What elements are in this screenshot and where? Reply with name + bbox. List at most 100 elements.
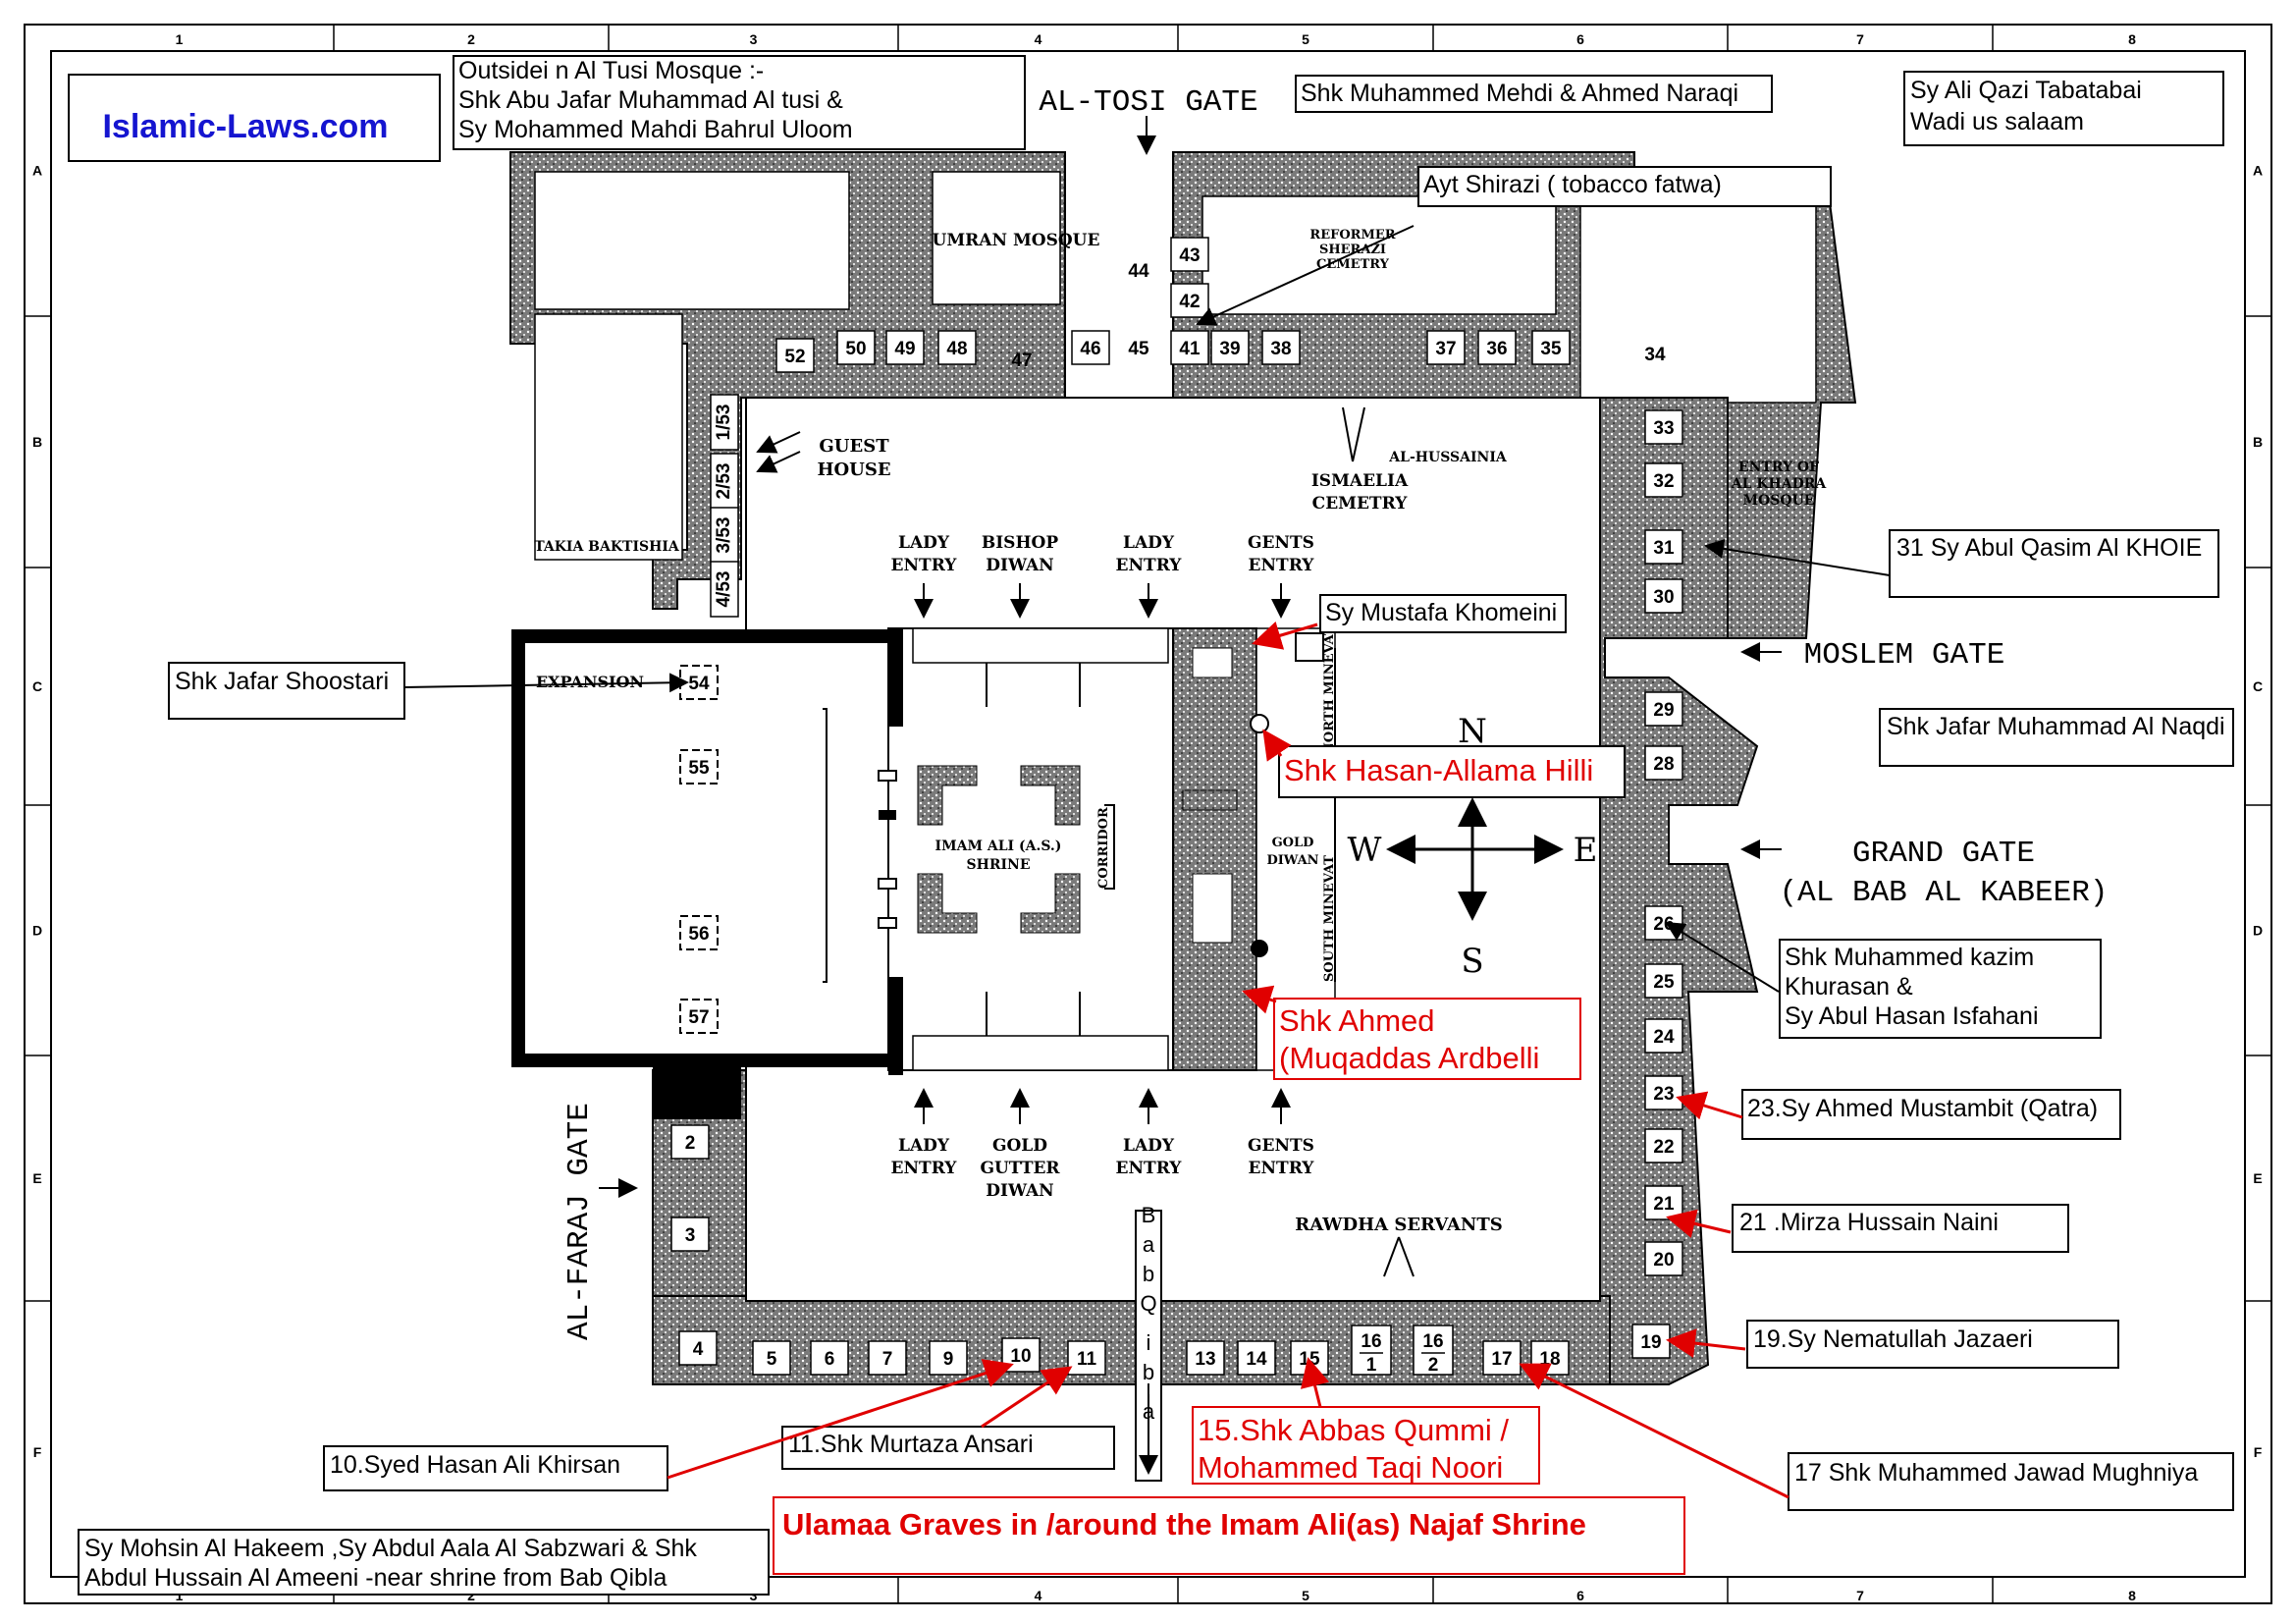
south-minevat-label: SOUTH MINEVAT [1322,855,1337,982]
svg-text:23: 23 [1653,1084,1674,1105]
svg-text:ENTRY: ENTRY [891,556,958,575]
grid-row-label: A [2253,163,2263,179]
room-4: 4 [678,1330,718,1366]
svg-text:34: 34 [1644,345,1666,365]
naini-note: 21 .Mirza Hussain Naini [1739,1209,1999,1236]
svg-text:i: i [1147,1330,1151,1355]
naraqi-note: Shk Muhammed Mehdi & Ahmed Naraqi [1301,80,1738,107]
khadra-label-3: MOSQUE [1743,493,1815,509]
grid-row-label: D [32,923,42,939]
room-46: 46 [1071,330,1110,365]
svg-text:6: 6 [825,1349,835,1370]
grid-row-label: E [2253,1170,2262,1186]
room-31: 31 [1644,529,1683,565]
svg-text:ENTRY: ENTRY [891,1159,958,1178]
svg-text:41: 41 [1179,339,1201,359]
grid-column-label: 4 [1035,1588,1042,1603]
grid-column-label: 2 [467,31,475,47]
svg-text:Q: Q [1140,1291,1156,1316]
khadra-label-2: AL KHADRA [1731,476,1828,492]
svg-text:32: 32 [1653,471,1674,492]
allama-hilli-note: Shk Hasan-Allama Hilli [1284,753,1593,787]
svg-text:49: 49 [894,339,915,359]
room-1-53: 1/53 [710,394,739,451]
svg-text:52: 52 [784,347,805,367]
room-1: 1 [670,1079,710,1114]
room-6: 6 [810,1340,849,1376]
room-44: 44 [1128,261,1149,282]
jazaeri-note: 19.Sy Nematullah Jazaeri [1753,1325,2033,1353]
svg-text:ENTRY: ENTRY [1116,556,1183,575]
svg-text:44: 44 [1128,261,1149,282]
svg-text:5: 5 [767,1349,777,1370]
svg-text:29: 29 [1653,700,1674,721]
room-21: 21 [1644,1185,1683,1220]
moslem-gate-label: MOSLEM GATE [1804,638,2005,673]
room-14: 14 [1237,1340,1276,1376]
room-11: 11 [1067,1340,1106,1376]
svg-text:20: 20 [1653,1250,1674,1271]
ismaelia-label-2: CEMETRY [1312,494,1409,514]
svg-text:2: 2 [1428,1355,1439,1376]
svg-text:16: 16 [1361,1331,1381,1352]
room-42: 42 [1170,283,1209,318]
svg-text:DIWAN: DIWAN [986,556,1053,575]
annotations: Outsidei n Al Tusi Mosque :- Shk Abu Jaf… [78,55,2234,1596]
room-20: 20 [1644,1241,1683,1276]
hussainia-label: AL-HUSSAINIA [1388,450,1508,465]
room-35: 35 [1531,330,1571,365]
room-5: 5 [752,1340,791,1376]
room-50: 50 [836,330,876,365]
qazi-note-line2: Wadi us salaam [1910,108,2084,135]
svg-text:2/53: 2/53 [714,463,734,500]
room-33: 33 [1644,409,1683,445]
room-47: 47 [1011,351,1032,371]
room-19: 19 [1631,1324,1671,1359]
svg-text:31: 31 [1653,538,1675,559]
qatra-note: 23.Sy Ahmed Mustambit (Qatra) [1747,1095,2098,1122]
svg-text:24: 24 [1653,1027,1675,1048]
svg-text:11: 11 [1077,1349,1097,1370]
room-9: 9 [929,1340,968,1376]
guest-label-2: HOUSE [817,460,890,480]
mughniya-note: 17 Shk Muhammed Jawad Mughniya [1794,1459,2198,1487]
corridor-label: CORRIDOR [1096,807,1111,889]
svg-text:18: 18 [1539,1349,1560,1370]
kazim-note-line3: Sy Abul Hasan Isfahani [1785,1002,2039,1030]
gate-labels: AL-TOSI GATE MOSLEM GATE GRAND GATE (AL … [562,85,2108,1424]
svg-text:22: 22 [1653,1137,1674,1158]
reformer-label-2: SHERAZI [1319,243,1386,257]
svg-text:14: 14 [1246,1349,1267,1370]
ismaelia-label-1: ISMAELIA [1311,471,1409,491]
room-18: 18 [1530,1340,1570,1376]
grid-column-label: 4 [1035,31,1042,47]
room-26: 26 [1644,905,1683,941]
svg-text:GENTS: GENTS [1248,533,1314,553]
grid-column-label: 1 [176,31,184,47]
room-45: 45 [1128,339,1149,359]
svg-text:37: 37 [1435,339,1456,359]
svg-text:25: 25 [1653,972,1675,993]
kazim-note-line1: Shk Muhammed kazim [1785,944,2034,971]
room-16-2: 162 [1413,1325,1454,1376]
svg-text:9: 9 [943,1349,954,1370]
reformer-label-1: REFORMER [1309,228,1395,243]
expansion-label: EXPANSION [536,673,644,691]
faraj-gate-label: AL-FARAJ GATE [562,1103,597,1340]
site-logo: Islamic-Laws.com [102,108,388,145]
khomeini-note: Sy Mustafa Khomeini [1325,599,1557,626]
tusi-note-line3: Sy Mohammed Mahdi Bahrul Uloom [458,116,853,143]
svg-text:57: 57 [688,1007,709,1028]
grid-column-label: 7 [1856,31,1864,47]
room-13: 13 [1186,1340,1225,1376]
room-4-53: 4/53 [710,561,739,618]
